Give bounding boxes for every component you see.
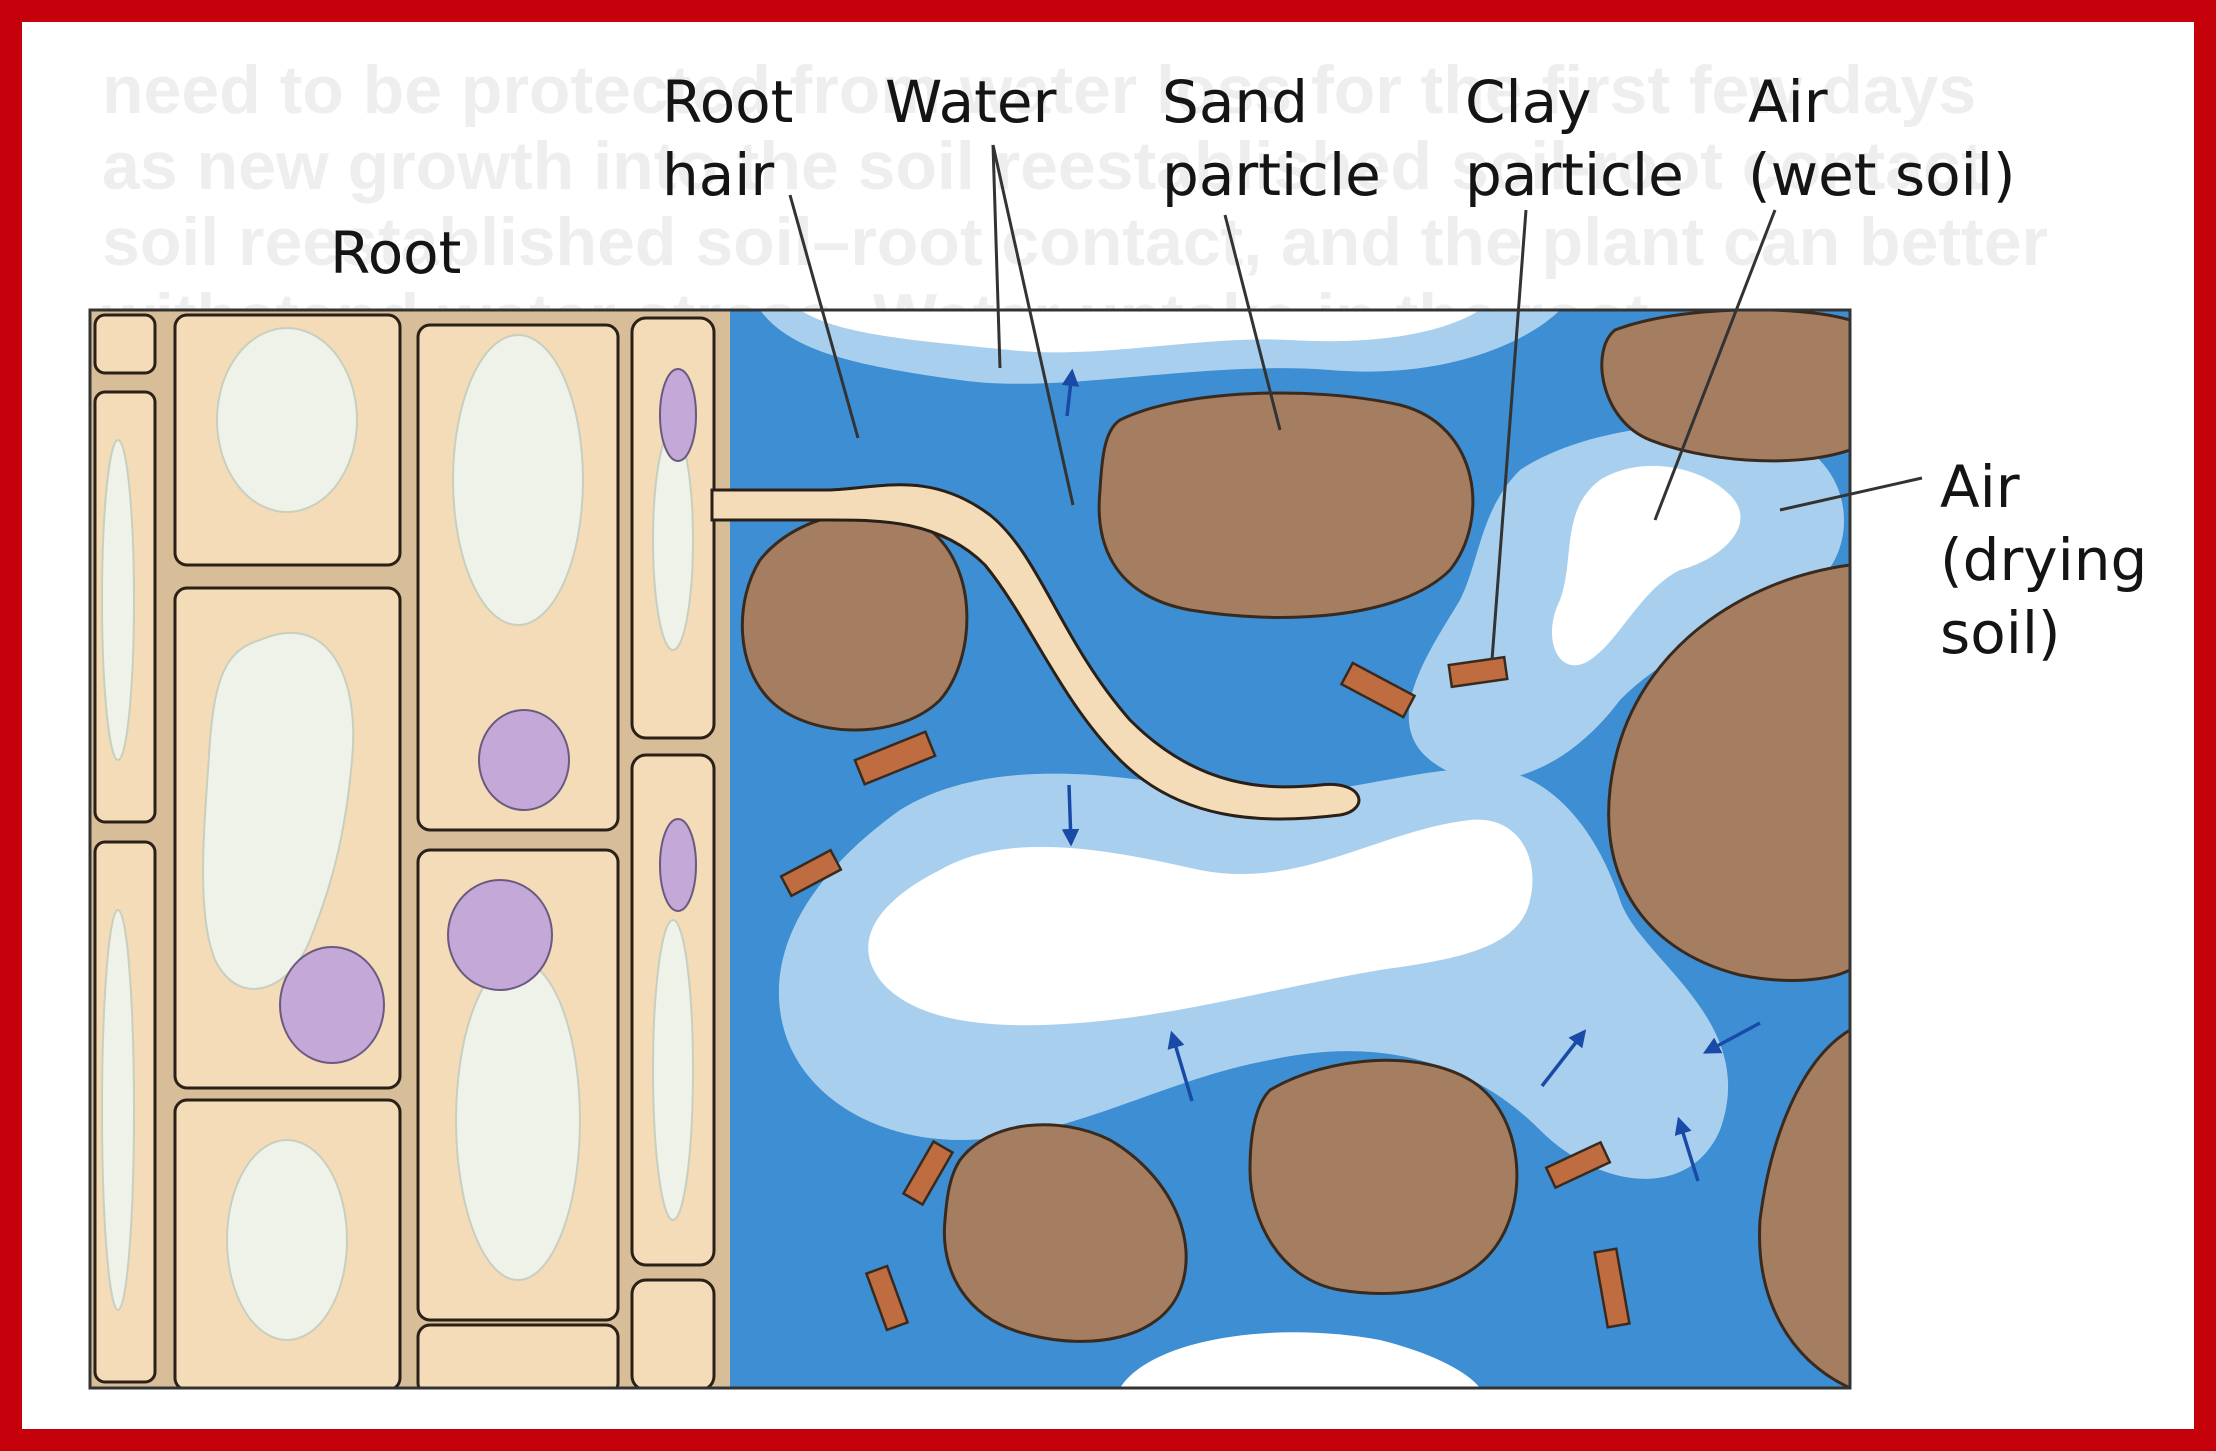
sand-particle [1099,393,1473,617]
label-root-hair-line2: hair [662,141,774,209]
label-air-drying-soil-line3: soil) [1940,599,2061,667]
label-clay-particle-line1: Clay [1465,68,1591,136]
arrow [1069,785,1071,843]
label-water: Water [885,68,1057,136]
label-air-drying-soil-line2: (drying [1940,526,2147,594]
label-air-wet-soil-line2: (wet soil) [1748,141,2016,209]
label-root-hair-line1: Root [662,68,793,136]
label-root: Root [330,219,461,287]
sand-particle [1250,1060,1517,1293]
label-air-wet-soil-line1: Air [1748,68,1828,136]
label-air-drying-soil-line1: Air [1940,453,2020,521]
soil-region [700,300,1870,1400]
label-sand-particle-line2: particle [1162,141,1381,209]
label-clay-particle-line2: particle [1465,141,1684,209]
sand-particle [742,513,967,730]
label-sand-particle-line1: Sand [1162,68,1308,136]
